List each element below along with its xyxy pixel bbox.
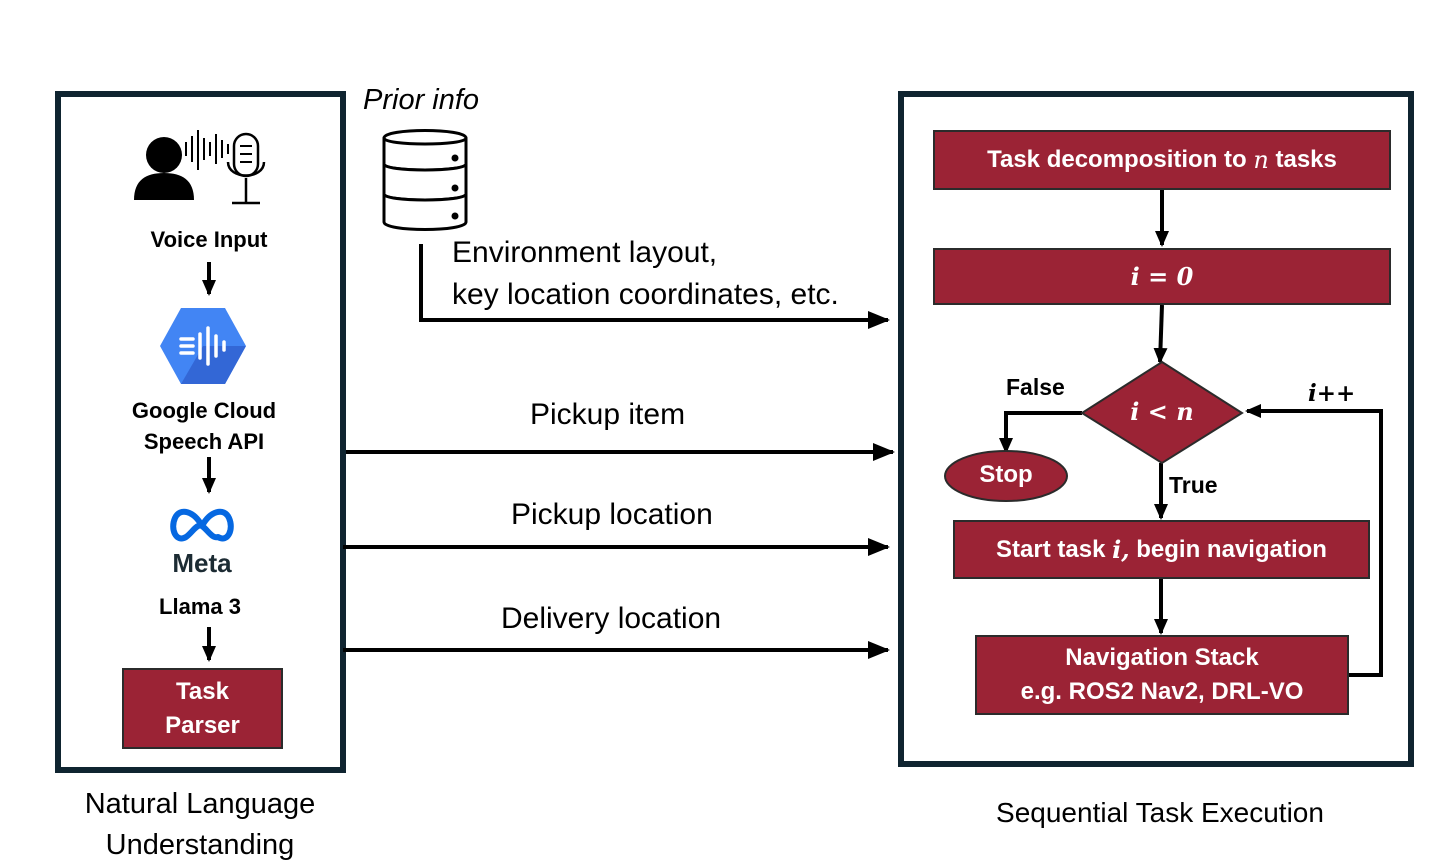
database-icon: [382, 129, 468, 231]
task-parser-box: Task Parser: [122, 668, 283, 749]
nlu-panel: [55, 91, 346, 773]
voice-input-label: Voice Input: [150, 227, 268, 252]
arrow-loop-increment: [1245, 404, 1383, 677]
speech-api-label-line2: Speech API: [143, 429, 265, 454]
stop-ellipse: [944, 450, 1068, 502]
arrow-prior-info: [419, 244, 890, 329]
meta-infinity-icon: [170, 508, 234, 542]
condition-label: i < n: [1130, 397, 1194, 426]
start-task-box: Start task i, begin navigation: [953, 520, 1370, 579]
llama-label: Llama 3: [159, 594, 241, 619]
nav-stack-line1: Navigation Stack: [1065, 644, 1259, 671]
false-label: False: [1006, 374, 1065, 400]
pickup-location-label: Pickup location: [511, 498, 713, 531]
task-parser-line2: Parser: [165, 711, 240, 739]
google-speech-icon: [160, 308, 246, 384]
prior-info-title: Prior info: [363, 84, 480, 116]
start-prefix: Start task: [996, 535, 1113, 563]
increment-label: i++: [1308, 380, 1356, 407]
init-counter-label: i = 0: [1130, 261, 1194, 291]
start-suffix: begin navigation: [1129, 535, 1327, 563]
delivery-location-label: Delivery location: [501, 602, 722, 635]
task-decomposition-box: Task decomposition to n tasks: [933, 130, 1391, 190]
ste-caption: Sequential Task Execution: [996, 797, 1324, 828]
decomp-variable: n: [1253, 146, 1269, 174]
task-parser-line1: Task: [176, 677, 229, 705]
stop-label: Stop: [979, 461, 1033, 488]
init-counter-box: i = 0: [933, 248, 1391, 305]
condition-diamond: [1080, 360, 1244, 465]
prior-info-desc-line1: Environment layout,: [452, 236, 718, 269]
nav-stack-line2: e.g. ROS2 Nav2, DRL-VO: [1020, 678, 1304, 705]
decomp-prefix: Task decomposition to: [987, 146, 1254, 173]
decomp-suffix: tasks: [1268, 146, 1337, 173]
true-label: True: [1169, 472, 1218, 498]
navigation-stack-box: Navigation Stack e.g. ROS2 Nav2, DRL-VO: [975, 635, 1349, 715]
voice-person-icon: [134, 130, 266, 205]
arrow-condition-false: [999, 411, 1082, 454]
arrow-init-to-condition: [1153, 304, 1168, 364]
pickup-item-label: Pickup item: [530, 398, 686, 431]
prior-info-desc-line2: key location coordinates, etc.: [452, 278, 839, 311]
meta-logo-text: Meta: [172, 548, 232, 578]
nlu-caption-line2: Understanding: [105, 829, 295, 861]
speech-api-label-line1: Google Cloud: [131, 398, 277, 423]
start-variable: i,: [1112, 534, 1130, 564]
nlu-caption-line1: Natural Language: [84, 788, 316, 820]
